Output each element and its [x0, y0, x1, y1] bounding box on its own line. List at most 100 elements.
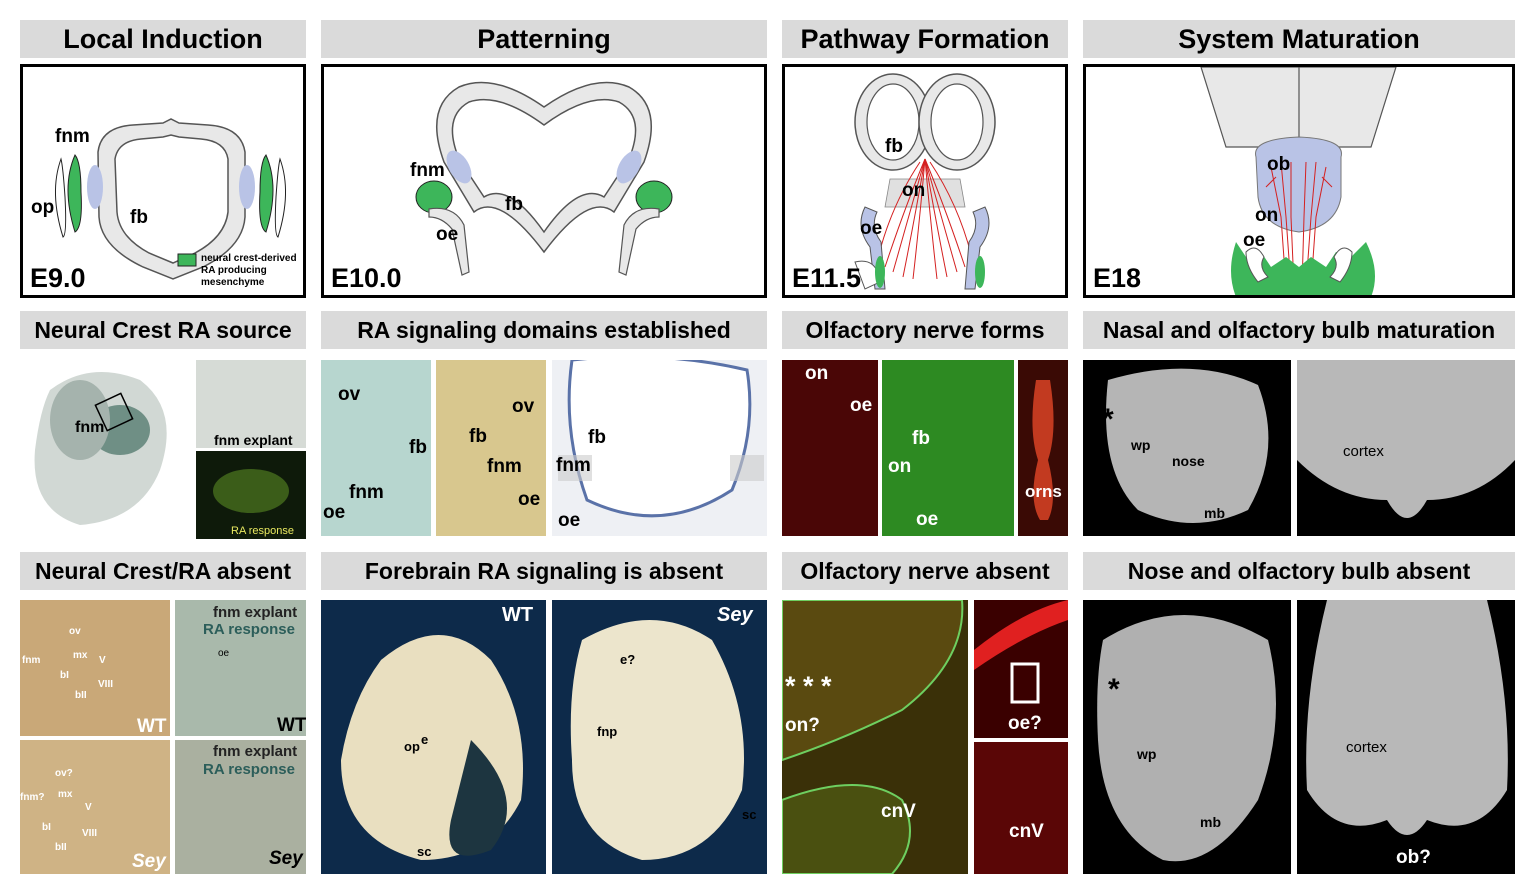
label-ob: ob — [1367, 507, 1384, 524]
label-bi: bI — [42, 822, 51, 833]
forebrain-wholemount — [558, 360, 764, 518]
nose-photo-sey: * wp mb — [1083, 600, 1291, 874]
header-neural-crest-ra-source: Neural Crest RA source — [20, 311, 306, 349]
label-fnm: fnm — [556, 455, 591, 476]
label-op: op — [404, 739, 420, 754]
oe-absent-photo: oe? — [974, 600, 1068, 738]
embryo-wt-ra-photo: WT e op sc — [321, 600, 546, 874]
nose-photo-wt: * wp nose mb — [1083, 360, 1291, 536]
legend-text: neural crest-derived RA producing mesenc… — [201, 253, 297, 288]
ra-response-photo: RA response — [196, 451, 306, 539]
label-e: e — [421, 732, 429, 747]
label-bi: bI — [60, 670, 69, 681]
nerve-absent-photo: * * * on? cnV — [782, 600, 968, 874]
label-fnm-explant: fnm explant — [213, 604, 298, 621]
label-bii: bII — [55, 842, 67, 853]
label-oe: oe — [323, 502, 346, 523]
label-cortex: cortex — [1343, 443, 1384, 460]
bulb-photo-wt: cortex ob — [1297, 360, 1515, 536]
embryo-drawing — [34, 372, 167, 525]
label-fnm: fnm — [487, 456, 522, 477]
header-forebrain-ra-absent: Forebrain RA signaling is absent — [321, 552, 767, 590]
header-olfactory-nerve-forms: Olfactory nerve forms — [782, 311, 1068, 349]
label-oe: oe — [916, 509, 939, 530]
embryo-photo: fnm — [20, 360, 188, 540]
olfactory-system-e18-drawing — [1200, 67, 1397, 295]
header-ra-signaling-domains: RA signaling domains established — [321, 311, 767, 349]
label-oe: oe? — [1008, 713, 1042, 734]
label-fnm-explant: fnm explant — [214, 432, 293, 448]
label-ob: ob? — [1396, 847, 1431, 868]
label-sc: sc — [417, 844, 432, 859]
ra-domain-photo-2: fb ov fnm oe — [436, 360, 546, 536]
label-sc: sc — [742, 807, 757, 822]
label-ov: ov — [512, 396, 535, 417]
label-oe: oe — [436, 224, 459, 245]
label-sey: Sey — [132, 851, 166, 872]
diagram-e10: fnm fb oe E10.0 — [321, 64, 767, 298]
label-fb: fb — [885, 136, 903, 157]
nerve-photo-1: on oe — [782, 360, 878, 536]
stage-label: E11.5 — [792, 263, 862, 293]
label-on: on — [805, 363, 829, 384]
label-oe: oe — [518, 489, 541, 510]
label-fb: fb — [409, 437, 427, 458]
embryo-wt-photo: ov fnm mx V bI VIII bII WT — [20, 600, 170, 736]
label-v: V — [85, 802, 92, 813]
forebrain-e10-drawing — [415, 81, 673, 276]
label-fb: fb — [130, 207, 148, 228]
label-viii: VIII — [98, 679, 114, 690]
header-system-maturation: System Maturation — [1083, 20, 1515, 58]
star-marker: * — [1108, 673, 1120, 706]
stage-label: E18 — [1093, 263, 1142, 293]
label-mx: mx — [58, 789, 73, 800]
embryo-sey-photo: ov? fnm? mx V bI VIII bII Sey — [20, 740, 170, 874]
label-ov: ov — [69, 626, 81, 637]
label-on: on? — [785, 715, 820, 736]
forebrain-e9-drawing — [54, 118, 287, 280]
label-fnm-explant: fnm explant — [213, 743, 298, 760]
label-fnp: fnp — [597, 724, 618, 739]
label-op: op — [31, 197, 55, 218]
label-wt: WT — [277, 715, 306, 736]
label-fb: fb — [588, 427, 606, 448]
ra-response-signal — [213, 469, 289, 513]
bulb-photo-sey: cortex ob? — [1297, 600, 1515, 874]
nose-shape — [1106, 368, 1269, 523]
explant-photo: fnm explant — [196, 360, 306, 448]
label-mb: mb — [1204, 505, 1225, 521]
embryo-wt-shape — [341, 635, 523, 860]
star-markers: * * * — [785, 671, 832, 701]
label-oe: oe — [1243, 230, 1266, 251]
label-fb: fb — [505, 194, 523, 215]
header-nasal-bulb-maturation: Nasal and olfactory bulb maturation — [1083, 311, 1515, 349]
nerve-photo-3: orns — [1018, 360, 1068, 536]
label-wp: wp — [1131, 437, 1151, 453]
label-on: on — [888, 456, 912, 477]
explant-wt-photo: fnm explant RA response oe WT — [175, 600, 306, 736]
label-cortex: cortex — [1346, 739, 1387, 756]
label-fnm: fnm — [349, 482, 384, 503]
diagram-e9: fnm op fb neural crest-derived RA produc… — [20, 64, 306, 298]
ra-domain-photo-1: ov fb fnm oe — [321, 360, 431, 536]
label-ra-response: RA response — [231, 525, 294, 537]
label-wt: WT — [137, 716, 167, 736]
stage-label: E10.0 — [331, 263, 402, 293]
label-cnv: cnV — [1009, 821, 1044, 842]
label-fnm: fnm — [22, 655, 41, 666]
label-nose: nose — [1172, 453, 1205, 469]
section-outline — [782, 600, 964, 874]
label-on: on — [902, 180, 926, 201]
nerve-photo-2: fb on oe — [882, 360, 1014, 536]
label-oe: oe — [860, 218, 883, 239]
header-olfactory-nerve-absent: Olfactory nerve absent — [782, 552, 1068, 590]
label-sey: Sey — [717, 604, 753, 626]
label-viii: VIII — [82, 828, 98, 839]
nose-sey-shape — [1097, 615, 1276, 862]
label-sey: Sey — [269, 848, 303, 869]
label-ra-response: RA response — [203, 621, 295, 638]
header-neural-crest-ra-absent: Neural Crest/RA absent — [20, 552, 306, 590]
stage-label: E9.0 — [30, 263, 86, 293]
label-oe: oe — [218, 648, 230, 659]
label-orns: orns — [1025, 482, 1062, 501]
